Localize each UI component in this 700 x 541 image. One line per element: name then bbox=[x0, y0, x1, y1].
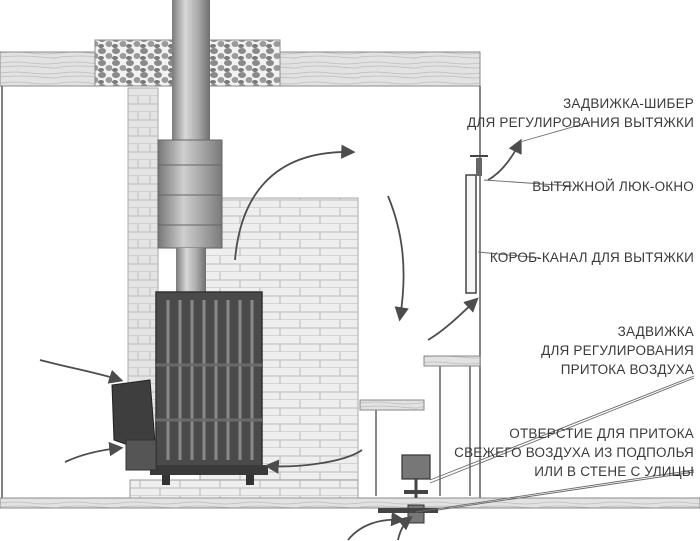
label-line: ВЫТЯЖНОЙ ЛЮК-ОКНО bbox=[532, 179, 694, 194]
stove-base bbox=[129, 479, 359, 499]
label-line: ОТВЕРСТИЕ ДЛЯ ПРИТОКА bbox=[509, 426, 694, 441]
label-exhaust-duct: КОРОБ-КАНАЛ ДЛЯ ВЫТЯЖКИ bbox=[490, 248, 694, 267]
label-line: ЗАДВИЖКА-ШИБЕР bbox=[562, 96, 694, 111]
chimney bbox=[157, 0, 223, 292]
label-exhaust-hatch: ВЫТЯЖНОЙ ЛЮК-ОКНО bbox=[532, 177, 694, 196]
label-inlet-hole: ОТВЕРСТИЕ ДЛЯ ПРИТОКА СВЕЖЕГО ВОЗДУХА ИЗ… bbox=[454, 424, 694, 481]
exhaust-duct bbox=[465, 155, 488, 294]
floor bbox=[0, 497, 700, 509]
label-line: ИЛИ В СТЕНЕ С УЛИЦЫ bbox=[534, 464, 694, 479]
label-line: ДЛЯ РЕГУЛИРОВАНИЯ bbox=[541, 343, 694, 358]
ceiling bbox=[0, 39, 481, 87]
inflow-valve bbox=[401, 454, 431, 498]
label-damper-exhaust: ЗАДВИЖКА-ШИБЕР ДЛЯ РЕГУЛИРОВАНИЯ ВЫТЯЖКИ bbox=[467, 94, 694, 132]
label-line: ЗАДВИЖКА bbox=[617, 324, 694, 339]
benches bbox=[359, 355, 481, 496]
water-tank-drum bbox=[157, 139, 223, 249]
label-line: СВЕЖЕГО ВОЗДУХА ИЗ ПОДПОЛЬЯ bbox=[454, 445, 694, 460]
exhaust-hatch bbox=[476, 158, 482, 176]
label-line: ДЛЯ РЕГУЛИРОВАНИЯ ВЫТЯЖКИ bbox=[467, 115, 694, 130]
leader-lines bbox=[415, 121, 695, 513]
airflow-arrows bbox=[39, 138, 522, 541]
stove bbox=[111, 291, 268, 485]
label-inflow-valve: ЗАДВИЖКА ДЛЯ РЕГУЛИРОВАНИЯ ПРИТОКА ВОЗДУ… bbox=[541, 322, 694, 379]
label-line: ПРИТОКА ВОЗДУХА bbox=[560, 362, 694, 377]
label-line: КОРОБ-КАНАЛ ДЛЯ ВЫТЯЖКИ bbox=[489, 250, 694, 265]
